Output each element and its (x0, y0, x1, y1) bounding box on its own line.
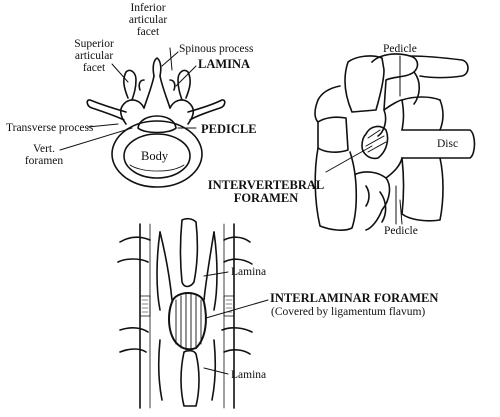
lamina-back-top-label: Lamina (231, 266, 267, 278)
lamina-back-bottom-label: Lamina (231, 369, 267, 381)
label-line: Vert. (32, 143, 56, 155)
label-line: facet (136, 26, 160, 38)
superior-view-vertebra (86, 57, 226, 188)
label-line: INTERVERTEBRAL (207, 178, 325, 192)
interlaminar-note-label: (Covered by ligamentum flavum) (271, 306, 426, 318)
intervertebral-foramen-label: INTERVERTEBRAL FORAMEN (196, 179, 336, 205)
inferior-articular-facet-label: Inferior articular facet (118, 2, 178, 38)
interlaminar-foramen-label: INTERLAMINAR FORAMEN (270, 291, 439, 305)
disc-label: Disc (437, 138, 459, 150)
lateral-view-spine (314, 53, 476, 231)
superior-articular-facet-label: Superior articular facet (64, 38, 124, 74)
vert-foramen-label: Vert. foramen (22, 143, 66, 167)
label-line: FORAMEN (233, 191, 299, 205)
label-line: foramen (24, 155, 64, 167)
body-label: Body (141, 149, 169, 163)
pedicle-side-top-label: Pedicle (383, 43, 417, 55)
lamina-top-label: LAMINA (198, 57, 251, 71)
posterior-view-spine (117, 217, 253, 409)
transverse-process-label: Transverse process (6, 122, 94, 134)
label-line: Inferior (130, 2, 166, 14)
spinous-process-label: Spinous process (179, 43, 254, 55)
label-line: Superior (74, 38, 114, 50)
pedicle-side-bottom-label: Pedicle (384, 225, 418, 237)
label-line: articular (74, 50, 114, 62)
label-line: facet (82, 62, 106, 74)
label-line: articular (128, 14, 168, 26)
pedicle-top-label: PEDICLE (201, 122, 257, 136)
